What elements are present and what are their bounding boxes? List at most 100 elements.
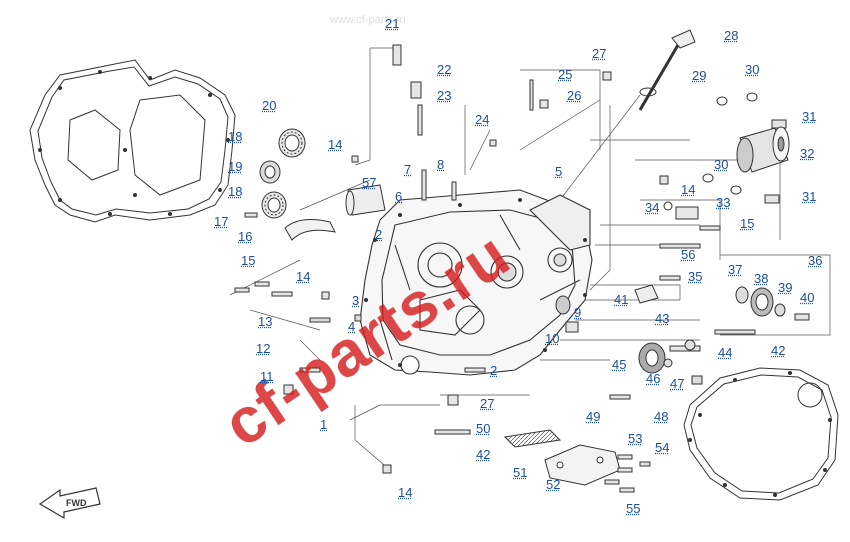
callout-46[interactable]: 46 [646, 371, 661, 386]
part-37-washer [735, 286, 749, 304]
part-11-plug [283, 384, 294, 395]
fwd-label: FWD [66, 498, 87, 508]
callout-14[interactable]: 14 [398, 485, 413, 500]
callout-47[interactable]: 47 [670, 376, 685, 391]
callout-25[interactable]: 25 [558, 67, 573, 82]
callout-24[interactable]: 24 [475, 112, 490, 127]
callout-18[interactable]: 18 [228, 129, 243, 144]
callout-57[interactable]: 57 [362, 175, 377, 190]
callout-41[interactable]: 41 [614, 292, 629, 307]
callout-10[interactable]: 10 [545, 331, 560, 346]
callout-26[interactable]: 26 [567, 88, 582, 103]
callout-1[interactable]: 1 [320, 417, 328, 432]
part-31-bolt-upper [771, 119, 787, 129]
part-14-dowel-c [382, 464, 392, 474]
crankcase-main-body [359, 189, 593, 376]
callout-13[interactable]: 13 [258, 314, 273, 329]
callout-31[interactable]: 31 [802, 189, 817, 204]
fwd-direction-arrow: FWD [38, 487, 101, 520]
callout-7[interactable]: 7 [404, 162, 412, 177]
part-39-washer [774, 303, 786, 317]
callout-45[interactable]: 45 [612, 357, 627, 372]
callout-31[interactable]: 31 [802, 109, 817, 124]
callout-35[interactable]: 35 [688, 269, 703, 284]
callout-12[interactable]: 12 [256, 341, 271, 356]
part-16-bushing [284, 219, 336, 241]
callout-56[interactable]: 56 [681, 247, 696, 262]
callout-33[interactable]: 33 [716, 195, 731, 210]
oil-pump-assembly [735, 286, 810, 321]
callout-8[interactable]: 8 [437, 157, 445, 172]
part-15-bolt-b [254, 281, 270, 287]
callout-3[interactable]: 3 [352, 293, 360, 308]
callout-44[interactable]: 44 [718, 345, 733, 360]
callout-53[interactable]: 53 [628, 431, 643, 446]
part-20-left-cover-gasket [29, 59, 236, 223]
callout-14[interactable]: 14 [681, 182, 696, 197]
part-46-pin [663, 358, 673, 368]
callout-34[interactable]: 34 [645, 200, 660, 215]
callout-2[interactable]: 2 [375, 227, 383, 242]
part-9-gear [555, 295, 571, 315]
part-48-right-cover-gasket [683, 367, 839, 501]
callout-38[interactable]: 38 [754, 271, 769, 286]
callout-15[interactable]: 15 [740, 216, 755, 231]
callout-22[interactable]: 22 [437, 62, 452, 77]
callout-50[interactable]: 50 [476, 421, 491, 436]
callout-19[interactable]: 19 [228, 159, 243, 174]
callout-18[interactable]: 18 [228, 184, 243, 199]
callout-20[interactable]: 20 [262, 98, 277, 113]
callout-14[interactable]: 14 [296, 269, 311, 284]
part-8-stud [451, 181, 457, 201]
callout-23[interactable]: 23 [437, 88, 452, 103]
callout-30[interactable]: 30 [714, 157, 729, 172]
callout-5[interactable]: 5 [555, 164, 563, 179]
callout-6[interactable]: 6 [395, 189, 403, 204]
callout-2[interactable]: 2 [490, 363, 498, 378]
callout-42[interactable]: 42 [476, 447, 491, 462]
callout-17[interactable]: 17 [214, 214, 229, 229]
callout-51[interactable]: 51 [513, 465, 528, 480]
callout-55[interactable]: 55 [626, 501, 641, 516]
callout-27[interactable]: 27 [480, 396, 495, 411]
part-35-bolt [659, 275, 681, 281]
callout-9[interactable]: 9 [574, 305, 582, 320]
callout-37[interactable]: 37 [728, 262, 743, 277]
part-27-plug-upper [602, 71, 612, 81]
callout-29[interactable]: 29 [692, 68, 707, 83]
callout-16[interactable]: 16 [238, 229, 253, 244]
callout-39[interactable]: 39 [778, 280, 793, 295]
part-14-dowel-a [351, 155, 359, 163]
part-10-plug [565, 321, 579, 333]
part-18-bearing-lower [261, 191, 287, 219]
part-7-stud [421, 169, 427, 201]
callout-32[interactable]: 32 [800, 146, 815, 161]
part-32-oil-filter [736, 126, 790, 173]
callout-27[interactable]: 27 [592, 46, 607, 61]
part-29-o-ring [639, 87, 657, 97]
callout-14[interactable]: 14 [328, 137, 343, 152]
callout-15[interactable]: 15 [241, 253, 256, 268]
part-19-oil-seal [259, 160, 281, 184]
callout-28[interactable]: 28 [724, 28, 739, 43]
callout-43[interactable]: 43 [655, 311, 670, 326]
callout-49[interactable]: 49 [586, 409, 601, 424]
part-31-bolt-lower [764, 194, 780, 204]
callout-4[interactable]: 4 [348, 319, 356, 334]
callout-36[interactable]: 36 [808, 253, 823, 268]
callout-30[interactable]: 30 [745, 62, 760, 77]
callout-48[interactable]: 48 [654, 409, 669, 424]
callout-54[interactable]: 54 [655, 440, 670, 455]
callout-11[interactable]: 11 [260, 369, 274, 384]
part-56-bolt [659, 243, 701, 249]
callout-21[interactable]: 21 [385, 16, 400, 31]
part-14-dowel-b [321, 291, 330, 300]
part-57-sleeve [345, 184, 386, 216]
part-30-o-ring-c [702, 173, 714, 183]
callout-40[interactable]: 40 [800, 290, 815, 305]
callout-52[interactable]: 52 [546, 477, 561, 492]
part-27-plug-lower [447, 394, 459, 406]
part-25-bracket [529, 79, 534, 111]
callout-42[interactable]: 42 [771, 343, 786, 358]
